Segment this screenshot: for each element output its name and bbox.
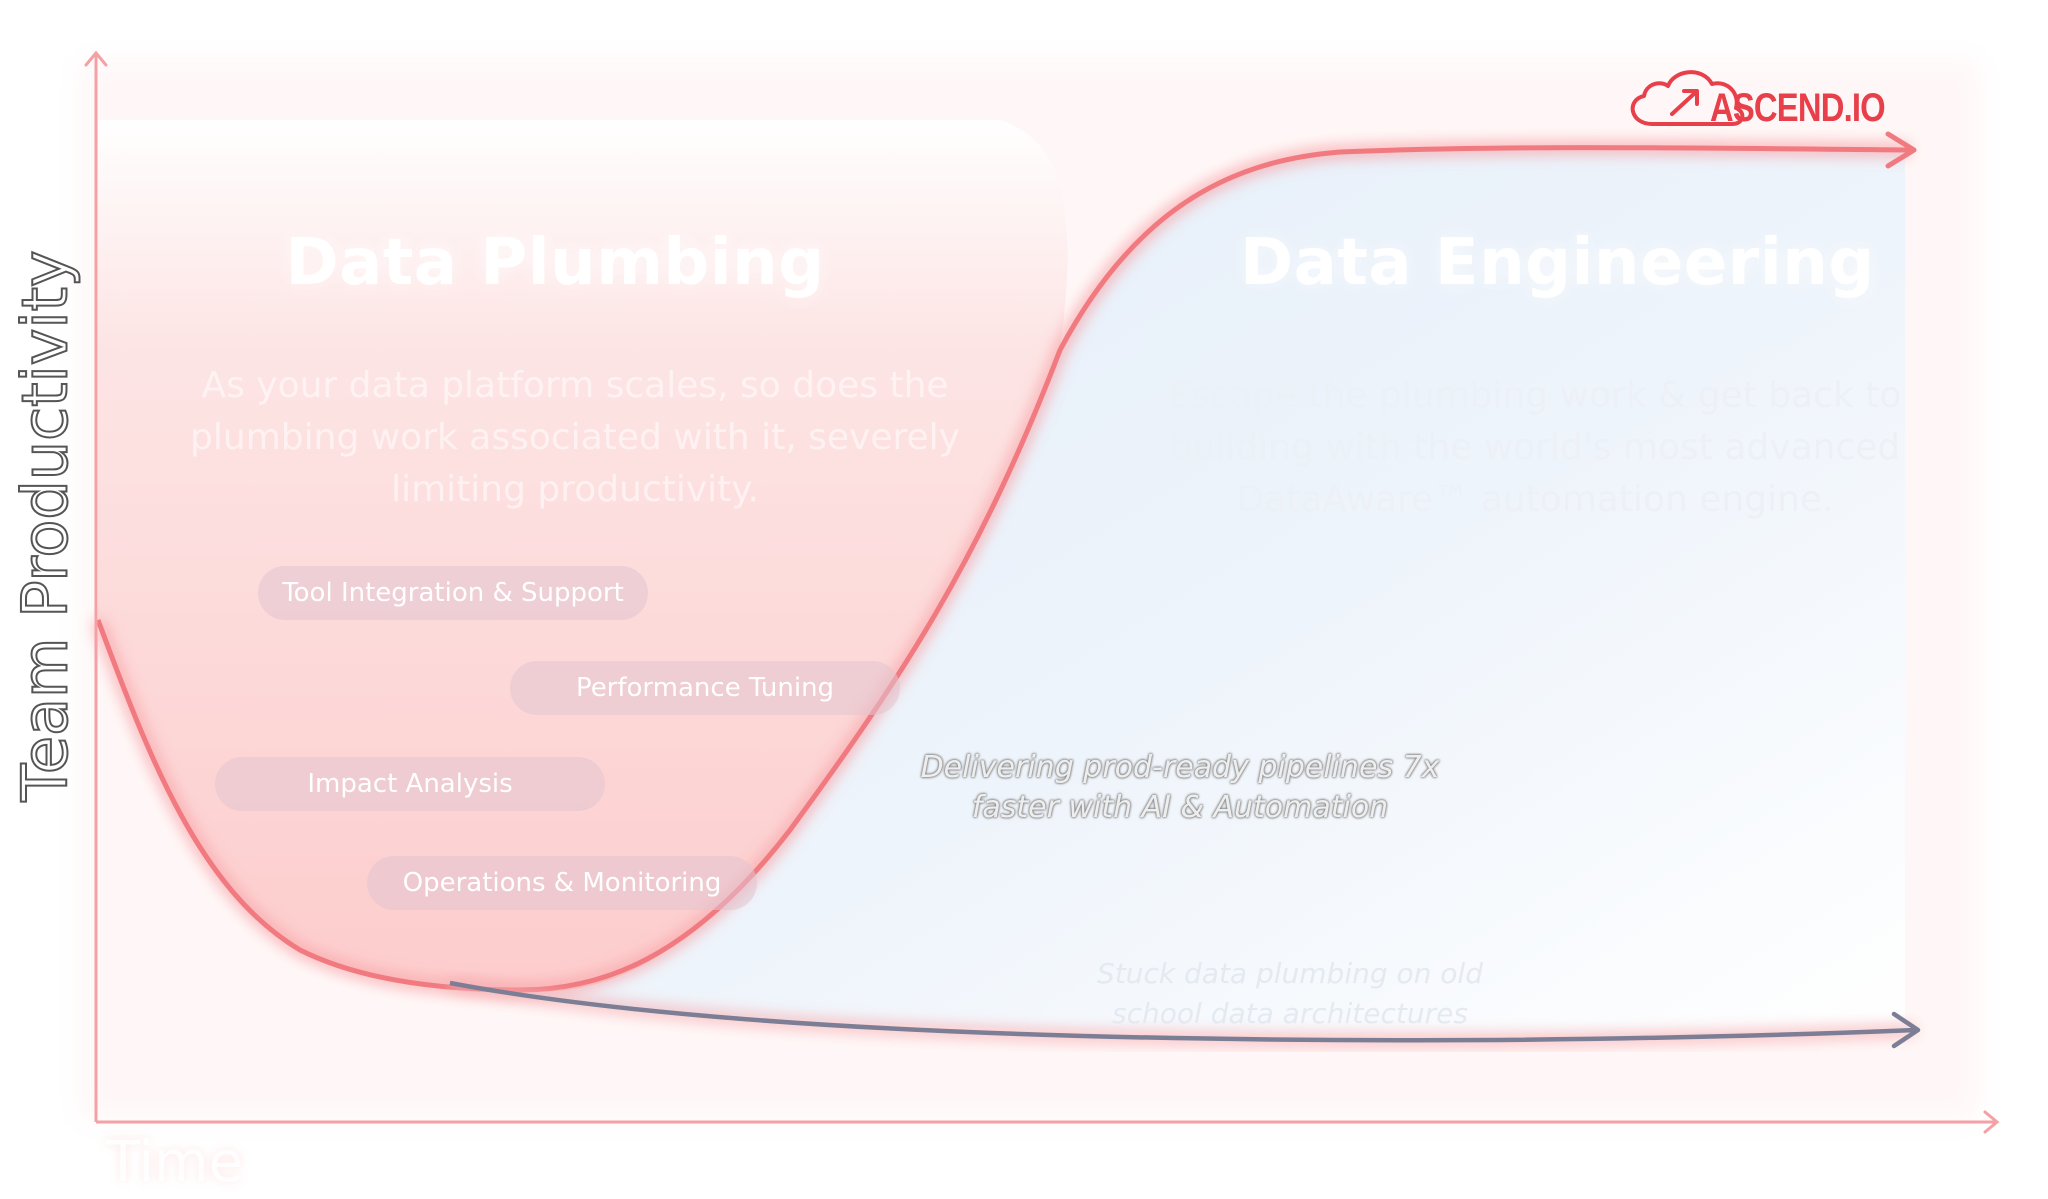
pill-tool-integration: Tool Integration & Support xyxy=(258,566,648,620)
pill-performance-tuning: Performance Tuning xyxy=(510,661,900,715)
delivering-callout: Delivering prod-ready pipelines 7x faste… xyxy=(920,750,1440,825)
ascend-logo-text[interactable]: ASCEND.IO xyxy=(1710,86,1886,130)
x-axis-label: Time xyxy=(106,1130,244,1195)
old-school-arrowhead xyxy=(1891,1011,1921,1049)
old-school-curve xyxy=(449,980,1916,1043)
productivity-curve xyxy=(95,145,1911,993)
pill-operations-monitoring: Operations & Monitoring xyxy=(367,856,757,910)
ascend-cloud-icon xyxy=(1630,70,1745,126)
pill-impact-analysis: Impact Analysis xyxy=(215,757,605,811)
productivity-arrowhead xyxy=(1885,131,1917,169)
plumbing-description: As your data platform scales, so does th… xyxy=(190,365,960,510)
engineering-description: Escape the plumbing work & get back to b… xyxy=(1168,375,1902,520)
stuck-callout: Stuck data plumbing on old school data a… xyxy=(1097,957,1483,1030)
engineering-region xyxy=(450,147,1905,1034)
engineering-title: Data Engineering xyxy=(1240,226,1875,300)
y-axis-label: Team Productivity xyxy=(8,249,83,802)
plumbing-title: Data Plumbing xyxy=(285,226,825,300)
axes xyxy=(84,50,2000,1134)
